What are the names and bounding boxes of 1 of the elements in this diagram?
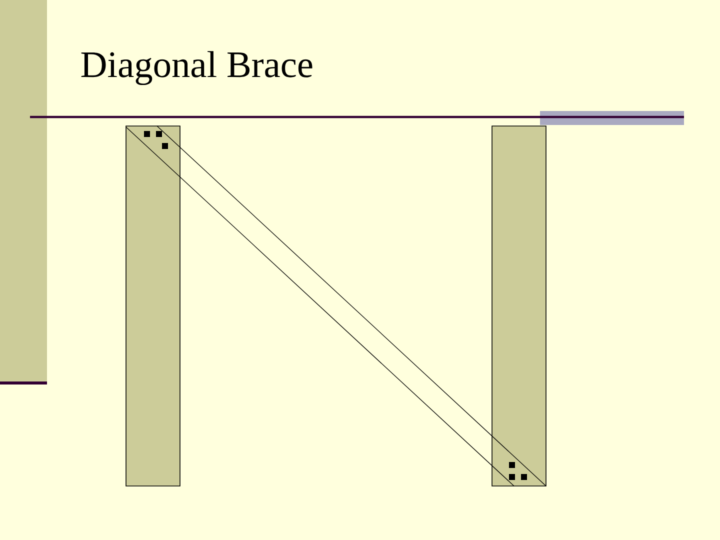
title: Diagonal Brace <box>81 51 312 86</box>
